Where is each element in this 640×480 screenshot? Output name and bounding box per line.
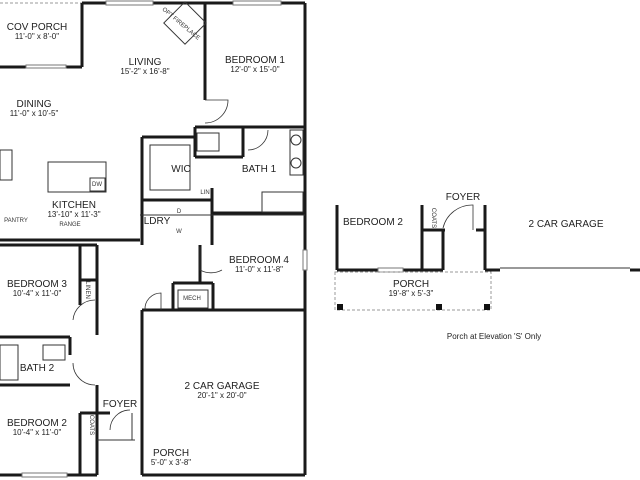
alt-elevation-plan	[334, 204, 640, 311]
room-label-living: LIVING	[129, 57, 162, 68]
room-dim-garage: 20'-1" x 20'-0"	[197, 391, 246, 400]
room-label-bedroom1: BEDROOM 1	[225, 55, 285, 66]
room-label-bath1: BATH 1	[242, 164, 277, 175]
alt-note: Porch at Elevation 'S' Only	[447, 332, 541, 341]
alt-label-bedroom2: BEDROOM 2	[343, 217, 403, 228]
room-dim-kitchen: 13'-10" x 11'-3"	[47, 210, 100, 219]
lin-label: LIN	[200, 190, 209, 196]
room-dim-dining: 11'-0" x 10'-5"	[10, 109, 59, 118]
alt-dim-porch: 19'-8" x 5'-3"	[389, 289, 434, 298]
alt-label-garage: 2 CAR GARAGE	[528, 219, 603, 230]
alt-label-porch: PORCH	[393, 279, 429, 290]
room-label-bath2: BATH 2	[20, 363, 55, 374]
room-label-bedroom3: BEDROOM 3	[7, 279, 67, 290]
room-dim-bedroom3: 10'-4" x 11'-0"	[13, 289, 62, 298]
room-label-bedroom2: BEDROOM 2	[7, 418, 67, 429]
walls	[0, 0, 308, 478]
room-dim-bedroom1: 12'-0" x 15'-0"	[230, 65, 279, 74]
room-dim-cov-porch: 11'-0" x 8'-0"	[15, 32, 59, 41]
dryer-label: D	[177, 209, 182, 215]
room-label-cov-porch: COV PORCH	[7, 22, 68, 33]
room-dim-bedroom2: 10'-4" x 11'-0"	[13, 428, 62, 437]
alt-coats-label: COATS	[430, 208, 436, 228]
room-label-wic: WIC	[171, 164, 190, 175]
pantry-label: PANTRY	[4, 218, 28, 224]
room-label-ldry: LDRY	[144, 216, 171, 227]
fixtures	[0, 1, 304, 381]
room-label-bedroom4: BEDROOM 4	[229, 255, 289, 266]
room-dim-living: 15'-2" x 16'-8"	[120, 67, 169, 76]
washer-label: W	[176, 229, 182, 235]
room-label-kitchen: KITCHEN	[52, 200, 96, 211]
doors	[72, 99, 269, 431]
room-dim-bedroom4: 11'-0" x 11'-8"	[235, 265, 283, 274]
room-label-foyer: FOYER	[103, 399, 137, 410]
cov-porch-outline	[0, 2, 84, 69]
coats-label: COATS	[88, 415, 94, 435]
linen-label: LINEN	[84, 281, 90, 299]
dw-label: DW	[92, 182, 102, 188]
room-label-porch: PORCH	[153, 448, 189, 459]
alt-label-foyer: FOYER	[446, 192, 480, 203]
range-label: RANGE	[59, 222, 80, 228]
room-label-dining: DINING	[17, 99, 52, 110]
room-dim-porch: 5'-0" x 3'-8"	[151, 458, 191, 467]
room-label-garage: 2 CAR GARAGE	[184, 381, 259, 392]
mech-label: MECH	[183, 296, 201, 302]
